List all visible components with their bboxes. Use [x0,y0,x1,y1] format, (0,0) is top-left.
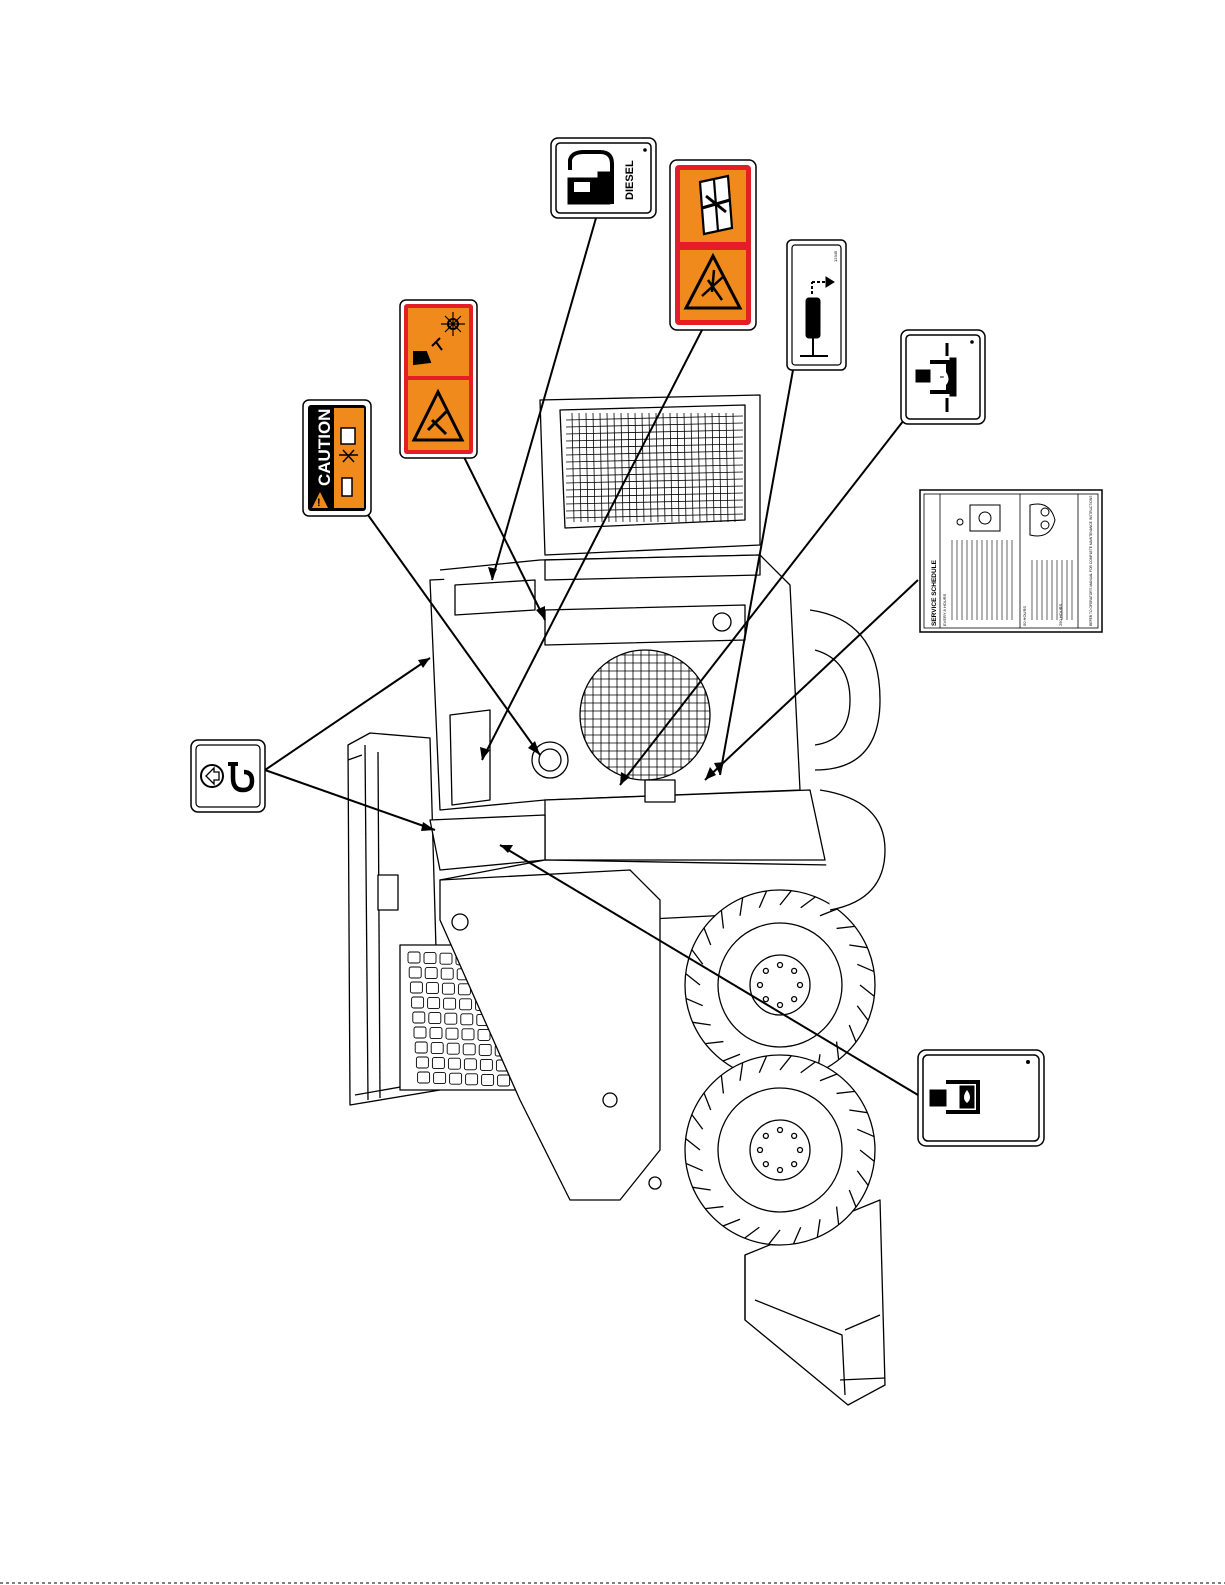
caution-word: CAUTION [315,409,334,486]
far-rear-tire [820,790,885,910]
manual-cut-decal [670,160,756,330]
caution-decal: CAUTION ! [303,400,371,516]
tie-down-decal [191,740,265,812]
hand-spray-decal [400,300,477,458]
diesel-decal: DIESEL [551,138,656,218]
engine-oil-decal [918,1050,1044,1146]
rear-tire [685,1055,875,1245]
dipstick-code: 12345 [833,250,838,262]
service-footer-text: REFER TO OPERATOR'S MANUAL FOR COMPLETE … [1089,495,1093,626]
service-schedule-decal: SERVICE SCHEDULE EVERY 8 HOURS 50 HOURS … [920,490,1102,632]
service-section-daily: EVERY 8 HOURS [942,593,947,626]
svg-text:!: ! [317,497,321,509]
far-front-tire [810,610,880,770]
read-manual-icon [700,176,732,234]
diesel-label: DIESEL [624,160,636,200]
service-schedule-title: SERVICE SCHEDULE [931,559,938,626]
hydraulic-oil-decal [901,330,985,424]
dipstick-decal: 12345 [787,240,846,370]
service-section-50: 50 HOURS [1022,606,1027,626]
